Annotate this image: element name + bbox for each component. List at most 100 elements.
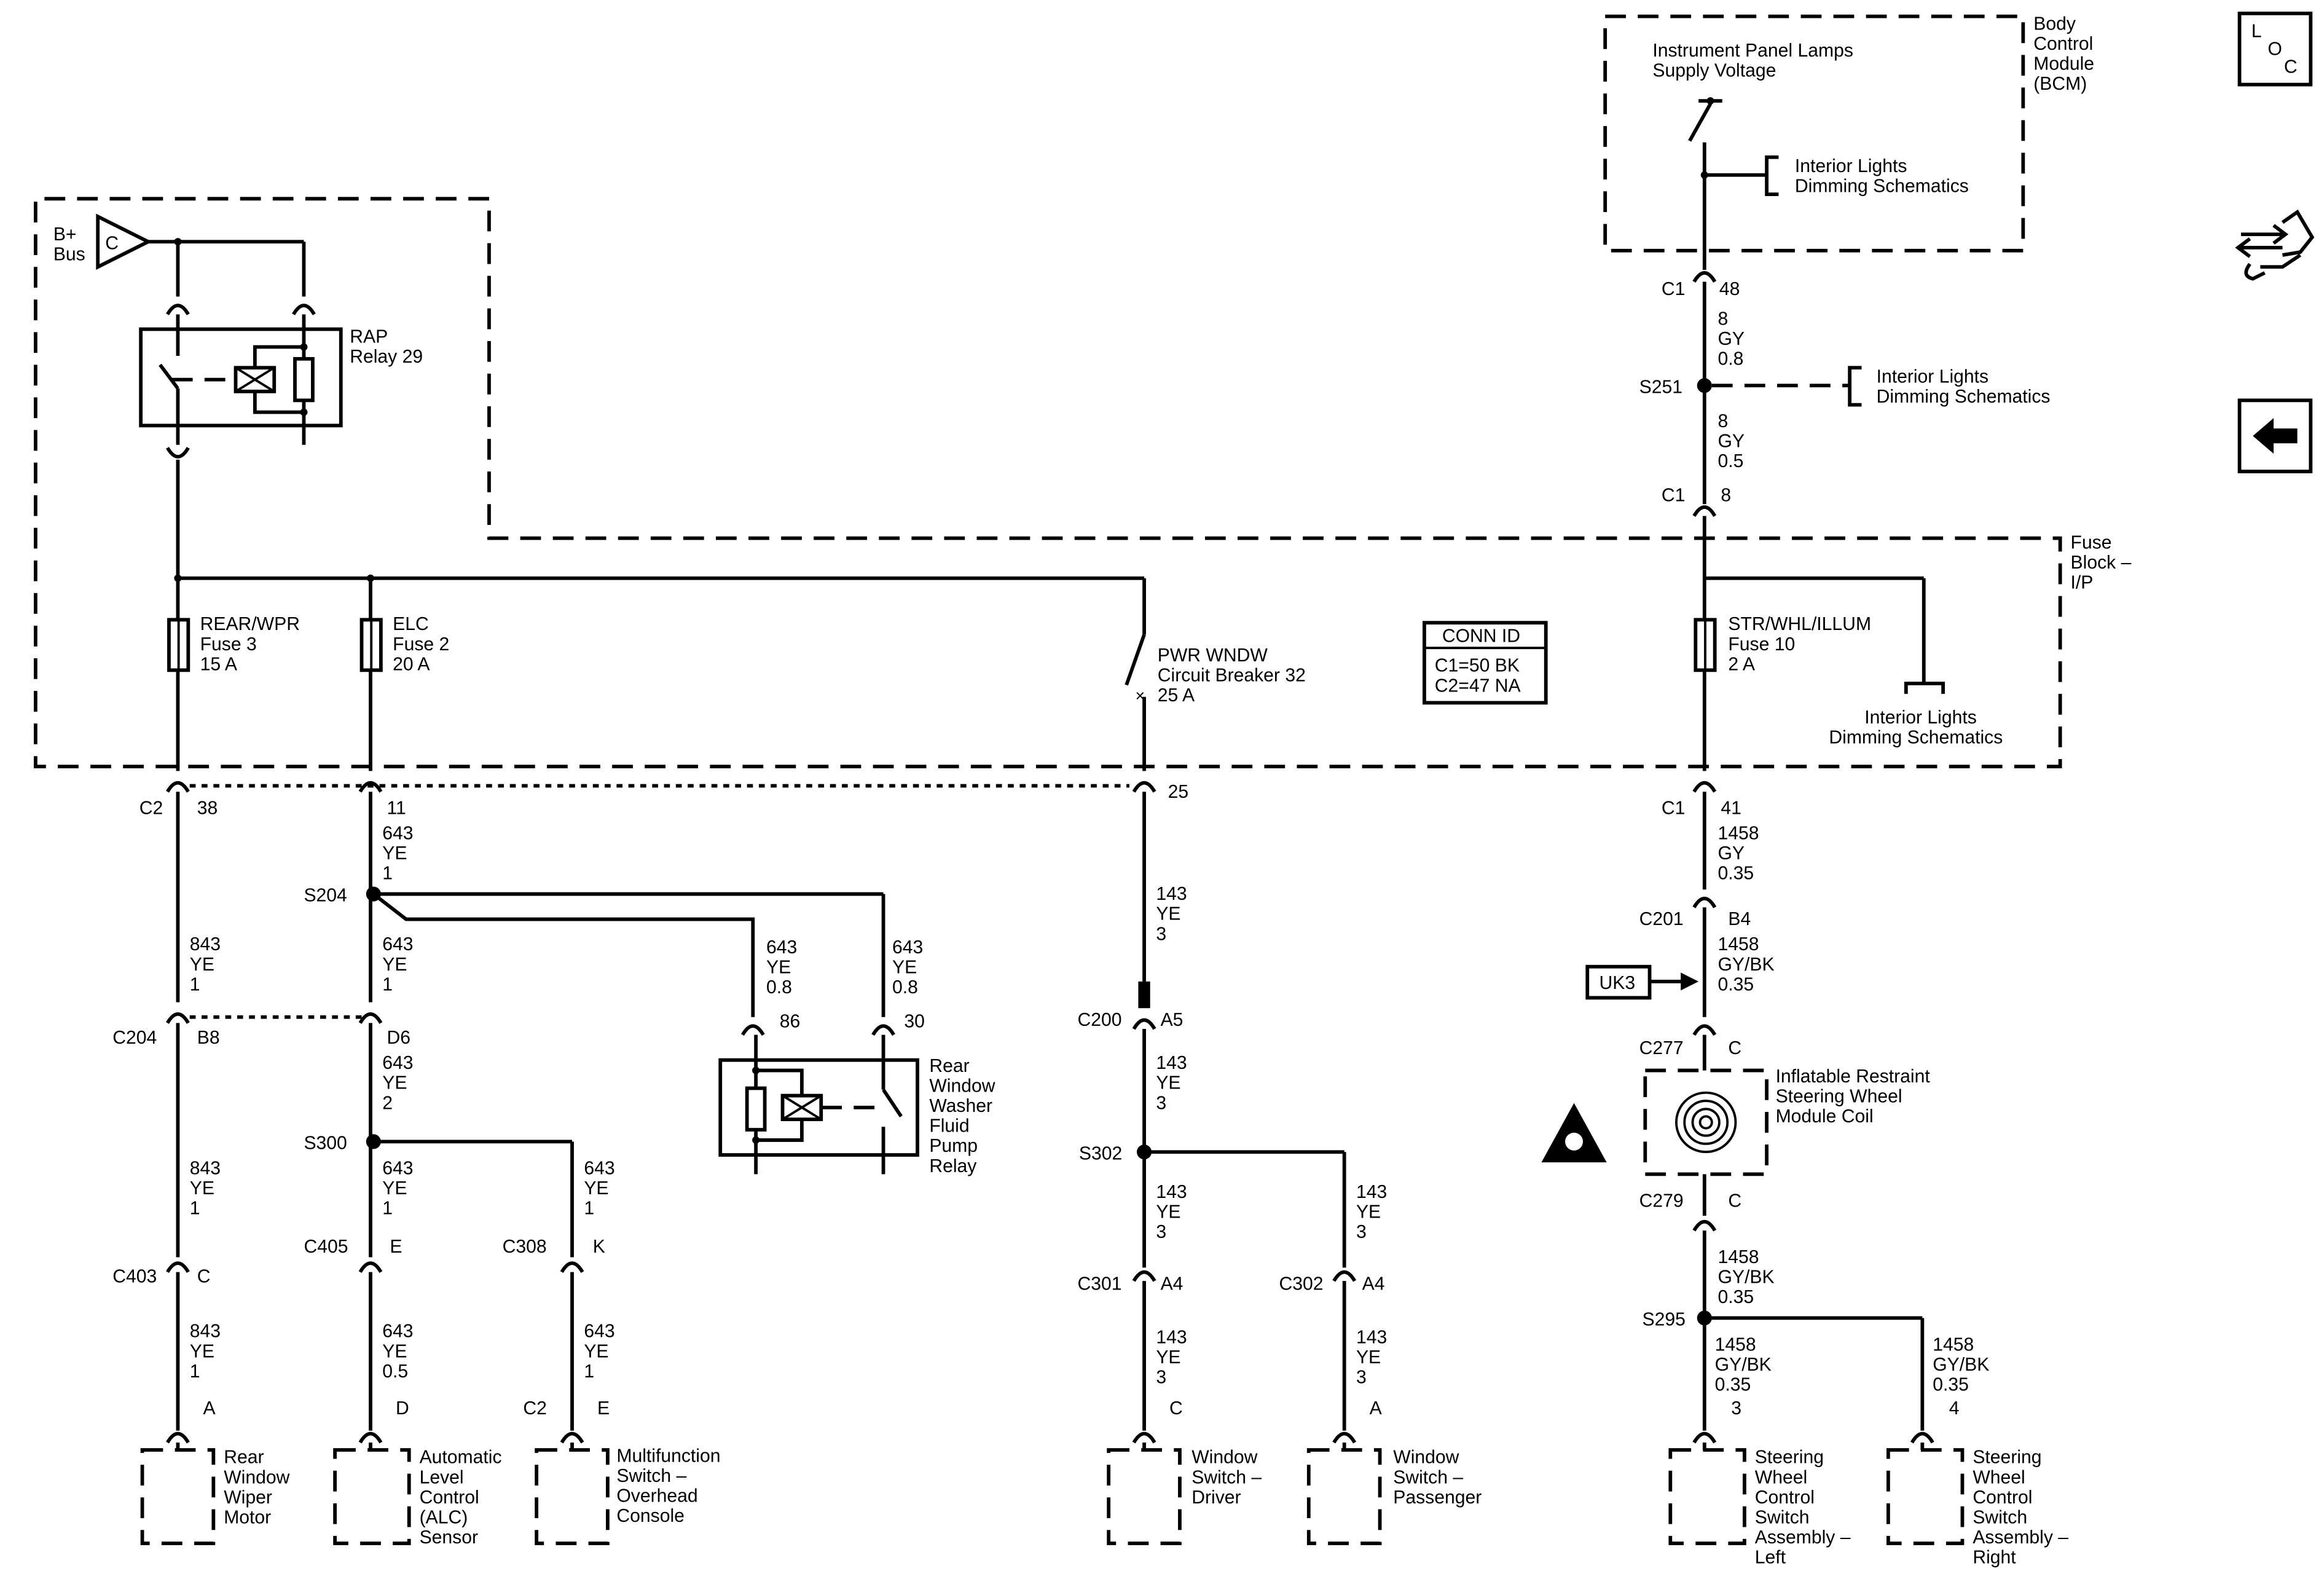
wiper-pin-a-connector xyxy=(166,1431,190,1444)
connector-wrench-icon[interactable] xyxy=(2235,209,2315,281)
pin-4-label: 4 xyxy=(1949,1398,1960,1419)
interior-ref-bracket-1 xyxy=(1765,155,1779,196)
conn-id-title: CONN ID xyxy=(1442,626,1520,647)
breaker-arm xyxy=(1125,634,1146,686)
rap-coil-x2 xyxy=(235,366,275,393)
c201-connector xyxy=(1692,896,1717,908)
pin-30-label: 30 xyxy=(904,1012,925,1032)
c200-name: C200 xyxy=(1078,1010,1122,1030)
c204-pin: B8 xyxy=(197,1028,220,1048)
c302-name: C302 xyxy=(1279,1274,1324,1294)
c301-name: C301 xyxy=(1078,1274,1122,1294)
fuse-block-boundary xyxy=(33,197,2062,769)
drv-pin-c-connector xyxy=(1132,1431,1156,1444)
loc-button-frame[interactable] xyxy=(2237,11,2313,87)
c302-connector xyxy=(1332,1270,1357,1282)
c1-8-connector xyxy=(1692,505,1717,518)
c2-25-pin: 25 xyxy=(1168,782,1189,802)
c279-connector xyxy=(1692,1219,1717,1232)
c277-pin: C xyxy=(1728,1038,1741,1058)
c1-41-name: C1 xyxy=(1662,798,1686,818)
bcm-switch-contact xyxy=(1688,103,1712,142)
wiper-motor-boundary xyxy=(140,1448,216,1545)
c277-connector xyxy=(1692,1024,1717,1036)
pin-4-connector xyxy=(1910,1431,1934,1444)
conn-id-box xyxy=(1423,621,1548,705)
c1-48-name: C1 xyxy=(1662,279,1686,299)
washer-relay-node-1 xyxy=(752,1066,760,1074)
c1-48-pin: 48 xyxy=(1719,279,1740,299)
c308-pin: K xyxy=(593,1237,605,1257)
wiper-pin-a: A xyxy=(203,1398,216,1419)
loc-button[interactable]: L O C xyxy=(2237,11,2313,87)
alc-sensor-boundary xyxy=(333,1448,411,1545)
uk3-box xyxy=(1585,964,1652,1000)
pin-3-connector xyxy=(1692,1431,1717,1444)
washer-relay-resistor xyxy=(745,1086,767,1132)
mfs-boundary xyxy=(535,1448,610,1545)
coil-ring-4 xyxy=(1675,1091,1737,1154)
washer-relay-node-2 xyxy=(752,1136,760,1144)
c2-38-pin: 38 xyxy=(197,798,218,818)
bus-junction-1 xyxy=(174,574,182,582)
c405-name: C405 xyxy=(304,1237,348,1257)
connector-wrench-button[interactable] xyxy=(2235,209,2315,281)
interior-ref-bracket-2 xyxy=(1848,366,1862,407)
win-drv-boundary xyxy=(1107,1448,1182,1545)
alc-pin-d: D xyxy=(396,1398,409,1419)
c2-25-connector xyxy=(1132,781,1156,793)
loc-letter-c: C xyxy=(2284,57,2298,77)
rap-conn-right xyxy=(292,304,316,316)
c279-name: C279 xyxy=(1639,1191,1684,1211)
back-arrow-icon xyxy=(2253,418,2298,454)
c1-48-connector xyxy=(1692,271,1717,283)
pin-86-connector xyxy=(740,1024,765,1036)
c1-41-pin: 41 xyxy=(1721,798,1741,818)
d6-connector xyxy=(358,1012,383,1024)
c1-8-name: C1 xyxy=(1662,485,1686,505)
c403-connector xyxy=(166,1261,190,1274)
rap-resistor xyxy=(293,356,315,403)
coil-ring-3 xyxy=(1683,1100,1729,1145)
washer-relay-coil-x2 xyxy=(782,1094,822,1120)
c204-connector xyxy=(166,1012,190,1024)
splice-s295 xyxy=(1697,1310,1712,1326)
loc-letter-l: L xyxy=(2251,21,2262,41)
pass-pin-a: A xyxy=(1370,1398,1383,1419)
swc-left-boundary xyxy=(1668,1448,1746,1545)
coil-ring-2 xyxy=(1691,1108,1721,1137)
win-pass-boundary xyxy=(1306,1448,1382,1545)
back-button[interactable] xyxy=(2237,398,2313,474)
uk3-label: UK3 xyxy=(1600,973,1636,993)
washer-relay-coil-wiring xyxy=(756,1068,804,1142)
pin-30-connector xyxy=(871,1024,895,1036)
splice-s204-label: S204 xyxy=(304,886,347,906)
c277-name: C277 xyxy=(1639,1038,1684,1058)
rap-node-1 xyxy=(300,343,308,351)
bplus-label: B+Bus xyxy=(53,224,85,265)
pin-3-label: 3 xyxy=(1731,1398,1741,1419)
